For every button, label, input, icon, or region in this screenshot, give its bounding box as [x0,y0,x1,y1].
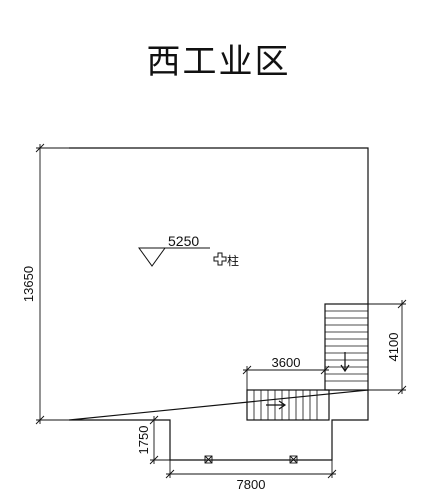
elevation-label: 5250 [168,233,199,249]
dimension-left [35,143,69,425]
page-title: 西工业区 [146,42,291,82]
stair-horizontal-arrowhead [278,400,287,410]
elevation-marker [138,247,210,267]
stair-vertical-treads [325,310,368,382]
column-marker-2 [289,455,298,464]
stair-vertical [324,303,369,391]
dimension-bottom-label: 7800 [237,477,266,492]
stair-vertical-arrowhead [340,364,350,373]
stair-horizontal [246,389,330,421]
column-label: 柱 [227,253,239,268]
dimension-stair-width [242,365,330,390]
dimension-offset-label: 1750 [136,426,151,455]
dimension-right [368,299,407,395]
floor-outline [68,147,369,461]
dimension-stair-width-label: 3600 [272,355,301,370]
dimension-offset [149,415,170,465]
dimension-left-label: 13650 [21,266,36,302]
column-cross-icon [213,252,227,266]
dimension-bottom [165,460,337,479]
dimension-right-label: 4100 [386,333,401,362]
column-marker-1 [204,455,213,464]
